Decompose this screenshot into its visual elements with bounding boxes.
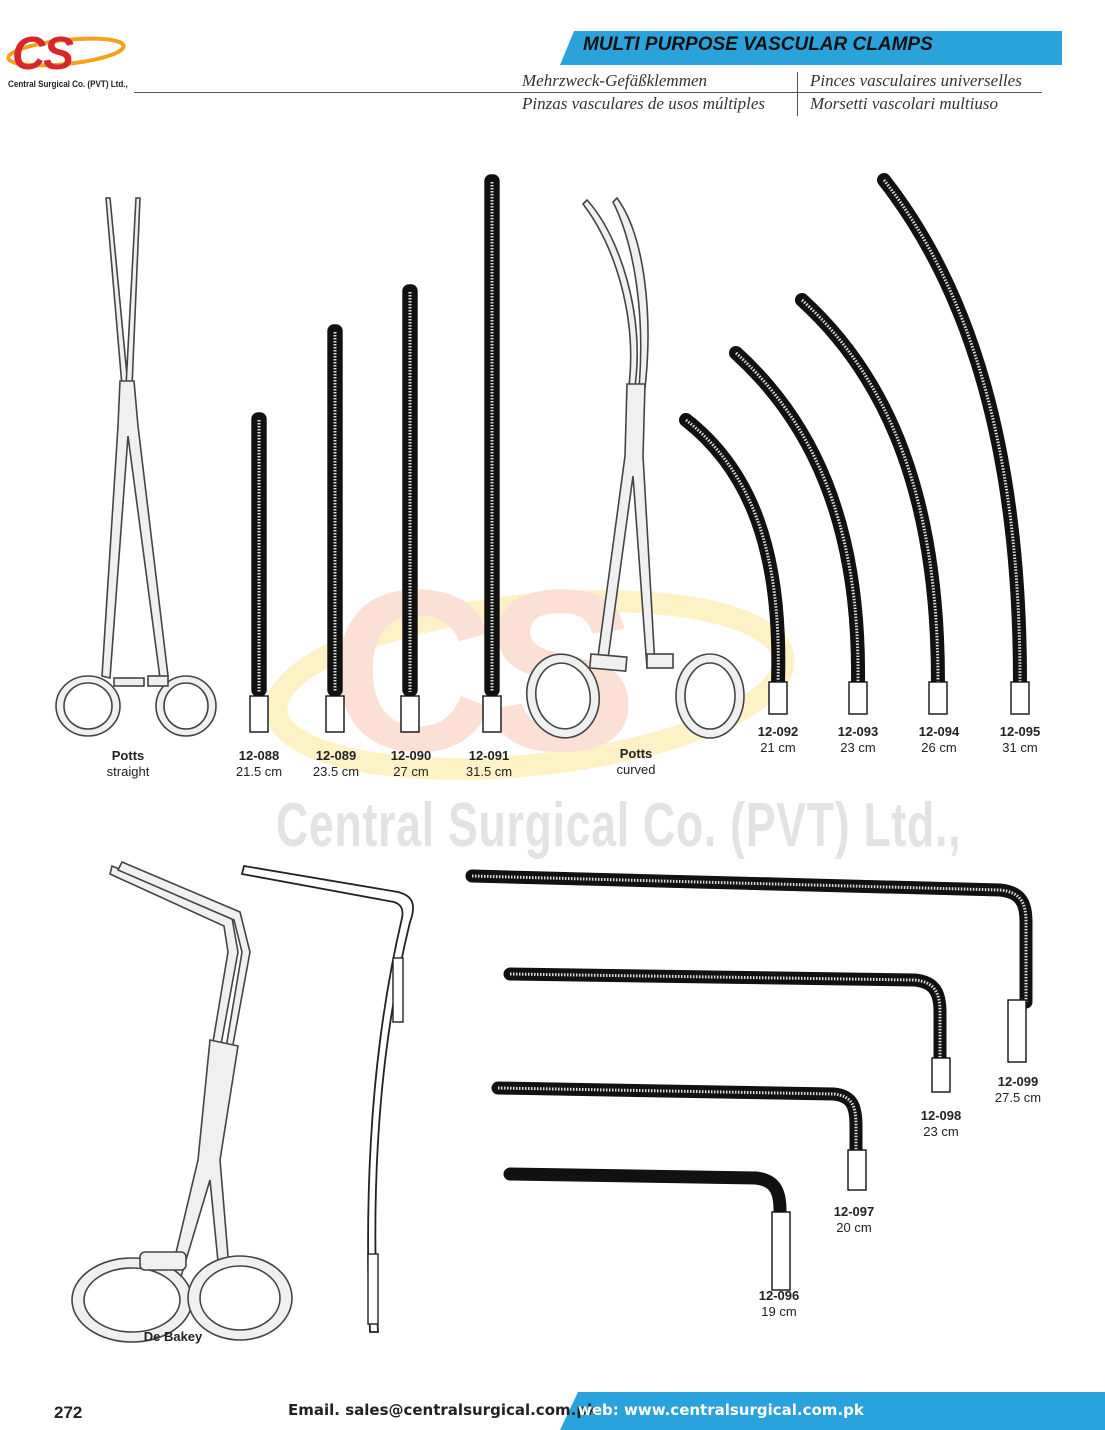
product-code: 12-099 xyxy=(997,1074,1039,1089)
page-number: 272 xyxy=(54,1403,83,1422)
product-size: 26 cm xyxy=(921,740,957,755)
caption-12-092: 12-092 21 cm xyxy=(733,724,823,756)
subtitle-italian: Morsetti vascolari multiuso xyxy=(810,94,998,113)
product-code: 12-095 xyxy=(999,724,1041,739)
subtitle-spanish: Pinzas vasculares de usos múltiples xyxy=(522,94,766,113)
product-code: 12-092 xyxy=(757,724,799,739)
logo-letters: CS xyxy=(12,27,74,79)
watermark-text: Central Surgical Co. (PVT) Ltd., xyxy=(276,791,962,860)
product-size: 23.5 cm xyxy=(312,764,360,779)
caption-12-093: 12-093 23 cm xyxy=(813,724,903,756)
caption-12-096: 12-096 19 cm xyxy=(734,1288,824,1320)
caption-12-094: 12-094 26 cm xyxy=(894,724,984,756)
subtitle-french: Pinces vasculaires universelles xyxy=(810,71,1022,90)
subtitle-divider xyxy=(797,72,798,116)
title-banner xyxy=(560,31,1062,65)
product-code: 12-093 xyxy=(837,724,879,739)
product-variant: straight xyxy=(106,764,150,779)
caption-potts-curved: Potts curved xyxy=(591,746,681,778)
right-angle-clamp-jaws xyxy=(771,999,1027,1291)
curved-clamps-illustration xyxy=(679,173,1030,715)
de-bakey-illustration xyxy=(71,860,293,1343)
caption-potts-straight: Potts straight xyxy=(83,748,173,780)
product-size: 19 cm xyxy=(761,1304,797,1319)
product-variant: curved xyxy=(616,762,656,777)
product-code: 12-091 xyxy=(468,748,510,763)
caption-12-090: 12-090 27 cm xyxy=(366,748,456,780)
caption-12-095: 12-095 31 cm xyxy=(975,724,1065,756)
caption-12-091: 12-091 31.5 cm xyxy=(444,748,534,780)
caption-12-088: 12-088 21.5 cm xyxy=(214,748,304,780)
product-size: 31.5 cm xyxy=(465,764,513,779)
product-code: 12-088 xyxy=(238,748,280,763)
right-angle-clamps-illustration xyxy=(465,869,1033,1217)
page-title: MULTI PURPOSE VASCULAR CLAMPS xyxy=(583,34,933,55)
angled-instrument-illustration xyxy=(240,864,414,1333)
product-name: De Bakey xyxy=(143,1329,203,1344)
product-size: 21.5 cm xyxy=(235,764,283,779)
product-code: 12-089 xyxy=(315,748,357,763)
caption-12-089: 12-089 23.5 cm xyxy=(291,748,381,780)
company-logo xyxy=(6,36,126,68)
footer-email: Email. sales@centralsurgical.com.pk xyxy=(288,1401,598,1419)
product-code: 12-090 xyxy=(390,748,432,763)
caption-12-099: 12-099 27.5 cm xyxy=(973,1074,1063,1106)
product-size: 31 cm xyxy=(1002,740,1038,755)
caption-12-097: 12-097 20 cm xyxy=(809,1204,899,1236)
product-code: 12-097 xyxy=(833,1204,875,1219)
product-size: 27 cm xyxy=(393,764,429,779)
header-rule xyxy=(134,92,1042,93)
company-name: Central Surgical Co. (PVT) Ltd., xyxy=(8,79,128,90)
straight-clamps-illustration xyxy=(249,174,502,733)
footer-bar xyxy=(560,1392,1105,1430)
product-code: 12-096 xyxy=(758,1288,800,1303)
product-size: 23 cm xyxy=(840,740,876,755)
product-size: 23 cm xyxy=(923,1124,959,1139)
potts-straight-illustration xyxy=(55,197,217,737)
product-code: 12-094 xyxy=(918,724,960,739)
subtitle-german: Mehrzweck-Gefäßklemmen xyxy=(522,71,708,90)
product-name: Potts xyxy=(111,748,145,763)
product-code: 12-098 xyxy=(920,1108,962,1123)
caption-12-098: 12-098 23 cm xyxy=(896,1108,986,1140)
product-size: 21 cm xyxy=(760,740,796,755)
product-name: Potts xyxy=(619,746,653,761)
product-size: 20 cm xyxy=(836,1220,872,1235)
footer-web: web: www.centralsurgical.com.pk xyxy=(578,1401,864,1419)
product-size: 27.5 cm xyxy=(994,1090,1042,1105)
caption-de-bakey: De Bakey xyxy=(128,1329,218,1345)
potts-curved-illustration xyxy=(526,196,745,739)
